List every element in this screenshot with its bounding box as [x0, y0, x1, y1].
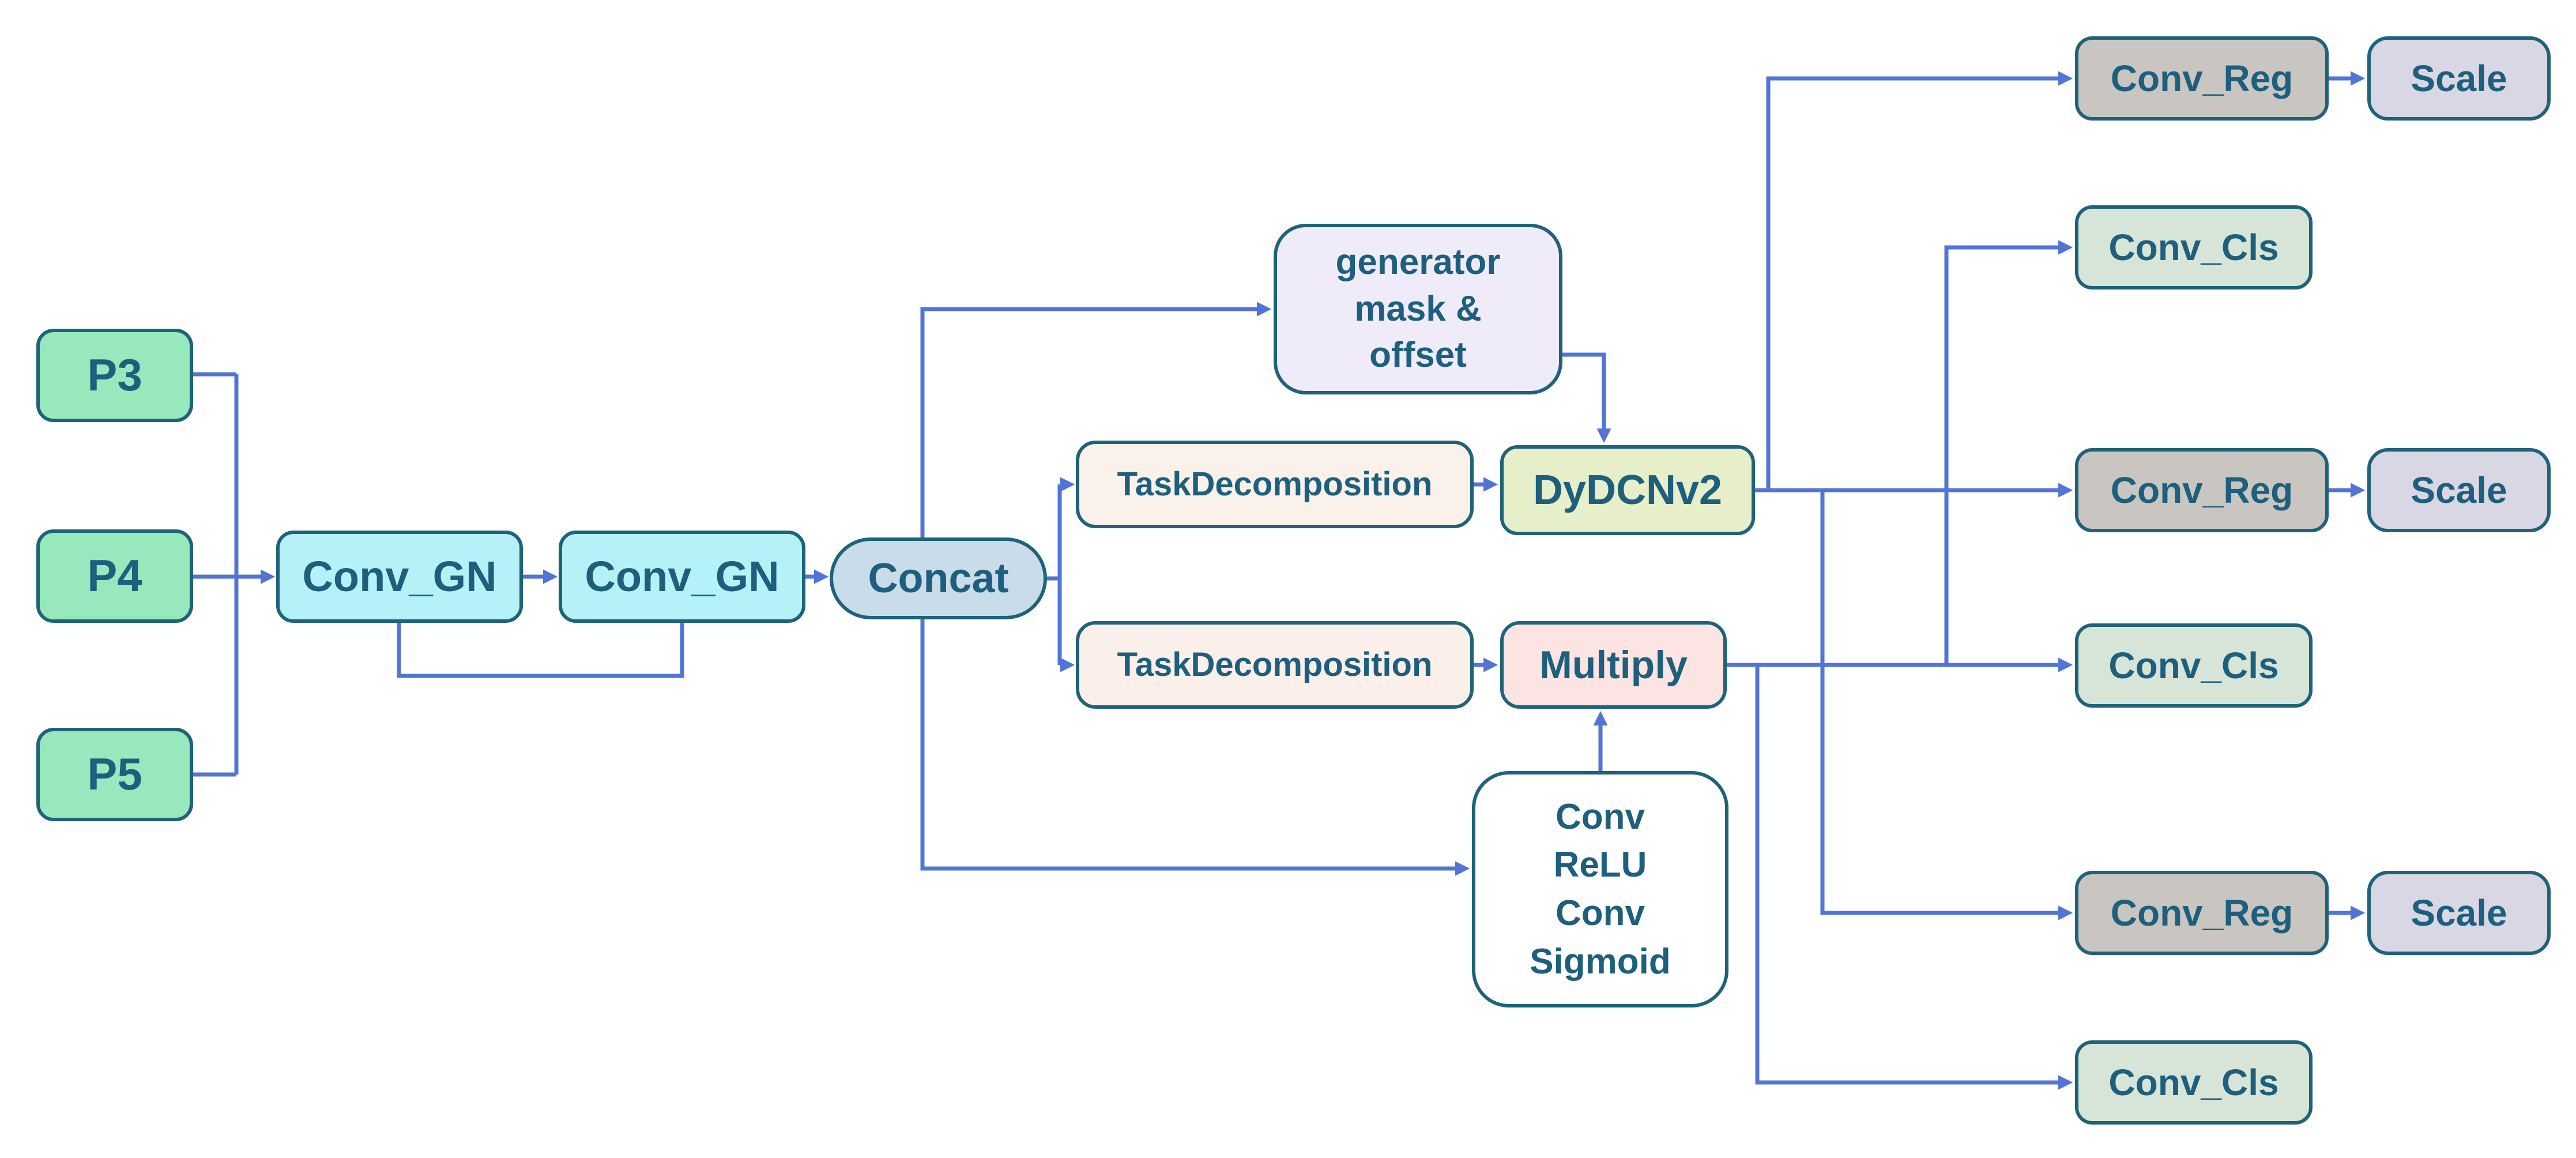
node-task-decomposition-1: TaskDecomposition	[1076, 441, 1474, 528]
edge-dydcnv2-convreg1	[1766, 71, 2073, 490]
generator-line-2: mask &	[1354, 288, 1482, 329]
edge-dydcnv2-convreg3	[1820, 490, 2073, 920]
node-p5: P5	[36, 728, 193, 821]
node-scale-2: Scale	[2367, 448, 2551, 532]
conv-stack-line-4: Sigmoid	[1530, 941, 1671, 982]
node-generator-mask-offset: generator mask & offset	[1274, 224, 1562, 394]
node-conv-reg-2: Conv_Reg	[2075, 448, 2329, 532]
node-dydcnv2: DyDCNv2	[1500, 445, 1755, 535]
node-conv-reg-3: Conv_Reg	[2075, 871, 2329, 955]
node-multiply: Multiply	[1500, 621, 1727, 709]
edge-concat-convstack	[920, 619, 1470, 876]
generator-line-3: offset	[1369, 335, 1467, 375]
generator-line-1: generator	[1335, 242, 1501, 283]
node-conv-relu-conv-sigmoid: Conv ReLU Conv Sigmoid	[1472, 771, 1728, 1007]
node-conv-cls-1: Conv_Cls	[2075, 205, 2313, 290]
edge-multiply-convcls3	[1755, 665, 2073, 1090]
conv-stack-line-2: ReLU	[1553, 845, 1647, 885]
node-p4: P4	[36, 529, 193, 623]
node-scale-1: Scale	[2367, 36, 2551, 121]
node-task-decomposition-2: TaskDecomposition	[1076, 621, 1474, 709]
node-p3: P3	[36, 329, 193, 422]
conv-stack-line-1: Conv	[1556, 796, 1645, 837]
conv-stack-line-3: Conv	[1556, 893, 1645, 933]
node-conv-reg-1: Conv_Reg	[2075, 36, 2329, 121]
node-scale-3: Scale	[2367, 871, 2551, 955]
node-conv-gn-1: Conv_GN	[276, 531, 523, 623]
edge-generator-dydcnv2	[1562, 352, 1611, 443]
edge-multiply-convcls1	[1944, 240, 2073, 665]
node-conv-cls-2: Conv_Cls	[2075, 623, 2313, 708]
edge-convgn-bottom-loop	[397, 623, 684, 678]
edge-concat-generator	[920, 302, 1272, 537]
node-conv-gn-2: Conv_GN	[559, 531, 805, 623]
node-concat: Concat	[830, 537, 1047, 619]
node-conv-cls-3: Conv_Cls	[2075, 1040, 2313, 1125]
